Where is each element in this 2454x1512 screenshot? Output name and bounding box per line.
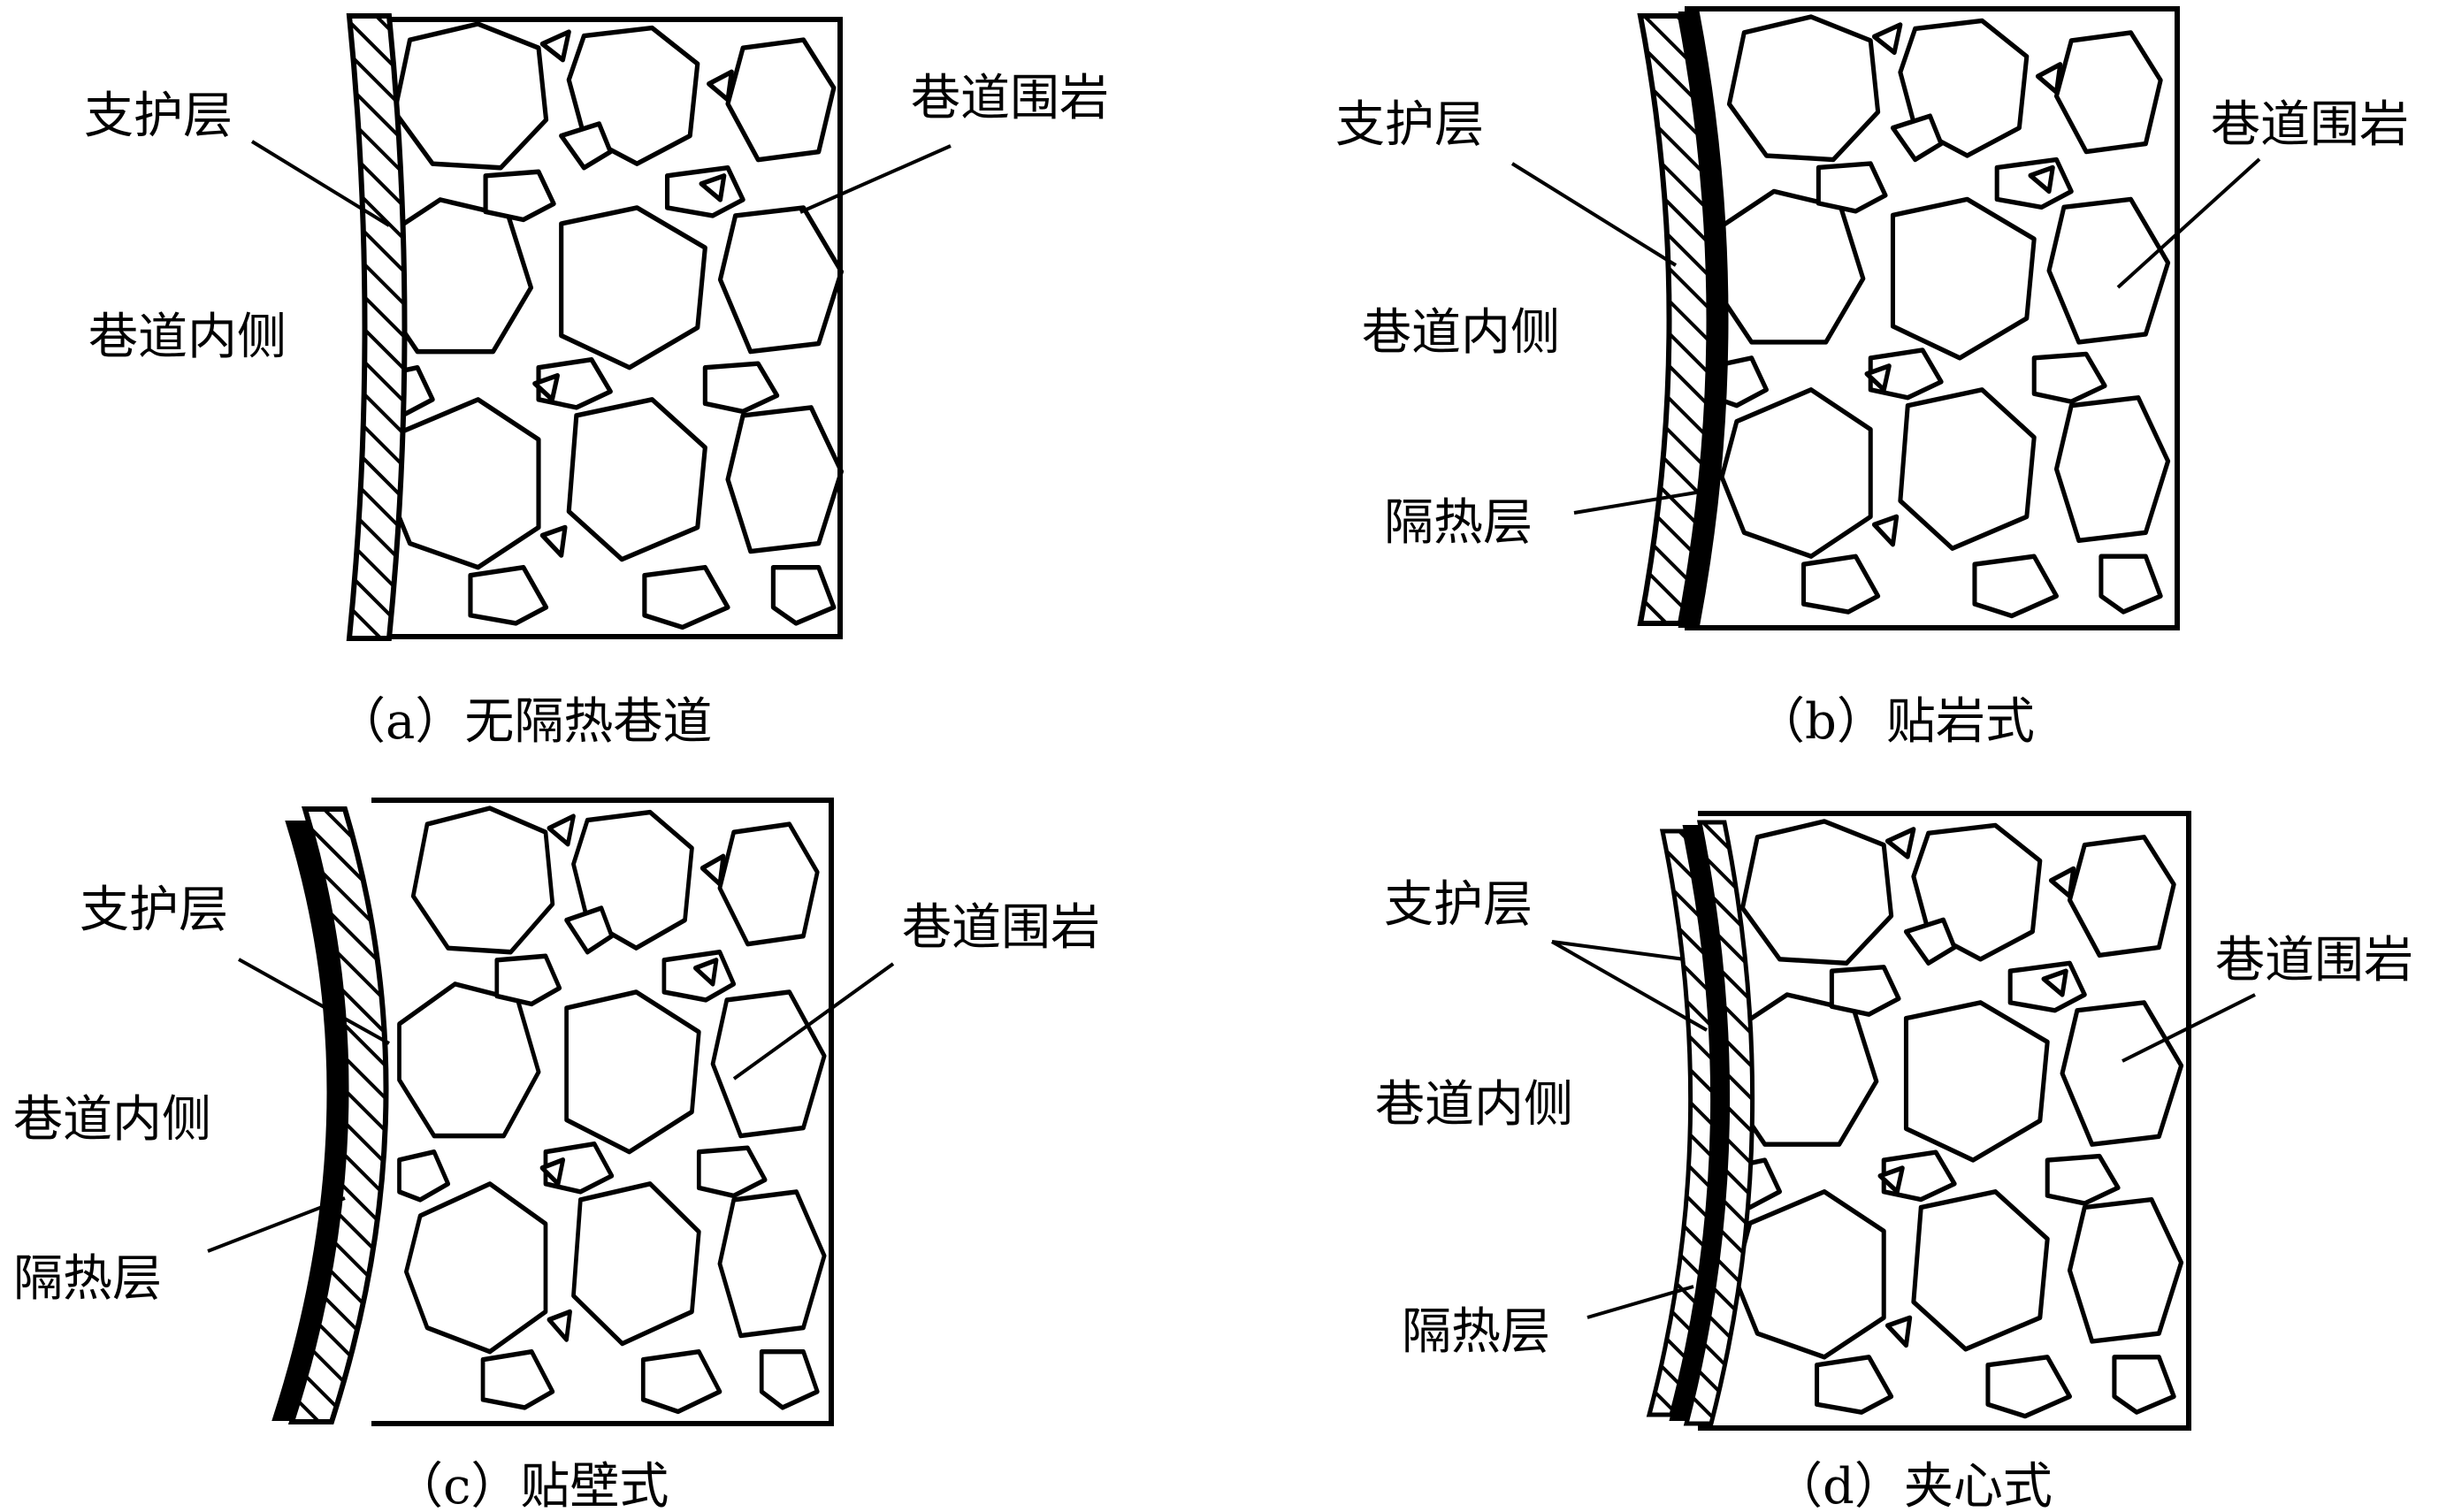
label-inner-b: 巷道内侧 (1362, 304, 1560, 362)
rock-mass-a (379, 24, 841, 627)
label-inner-d: 巷道内侧 (1375, 1076, 1573, 1134)
label-rock-c: 巷道围岩 (902, 899, 1100, 957)
support-layer-a (346, 13, 408, 641)
caption-c: （c）贴壁式 (394, 1458, 669, 1512)
rock-mass-b (1715, 17, 2168, 616)
label-support-a: 支护层 (84, 88, 233, 145)
label-inner-c: 巷道内侧 (13, 1091, 211, 1149)
panel-c: 支护层 巷道围岩 巷道内侧 隔热层 （c）贴壁式 (13, 798, 1100, 1512)
leader-insulation-c (207, 1196, 346, 1253)
rock-frame-c (371, 798, 834, 1426)
label-support-d: 支护层 (1384, 876, 1533, 934)
caption-b: （b）贴岩式 (1755, 693, 2035, 751)
support-layer-d-inner (1683, 820, 1755, 1426)
leader-support-a (250, 140, 391, 227)
panel-d: 支护层 巷道围岩 巷道内侧 隔热层 （d）夹心式 (1375, 811, 2413, 1512)
rock-mass-c (400, 808, 825, 1411)
leader-rock-c (732, 962, 895, 1081)
rock-frame-b (1685, 6, 2180, 630)
label-insulation-b: 隔热层 (1384, 494, 1533, 552)
insulation-layer-b (1678, 11, 1729, 628)
rock-mass-d (1728, 821, 2182, 1417)
leader-support-d-1 (1551, 940, 1686, 961)
leader-rock-d (2121, 993, 2256, 1063)
rock-frame-d (1698, 811, 2191, 1431)
caption-a: （a）无隔热巷道 (336, 693, 712, 751)
leader-rock-a (799, 144, 952, 214)
label-inner-a: 巷道内侧 (88, 309, 287, 366)
label-support-c: 支护层 (80, 882, 228, 939)
label-insulation-c: 隔热层 (13, 1250, 162, 1308)
label-insulation-d: 隔热层 (1402, 1303, 1550, 1361)
rock-frame-a (349, 17, 843, 639)
support-layer-c (287, 806, 389, 1424)
leader-support-d-2 (1551, 940, 1708, 1032)
leader-support-c (238, 958, 390, 1045)
leader-rock-b (2116, 157, 2261, 289)
caption-d: （d）夹心式 (1773, 1458, 2053, 1512)
panel-a: 支护层 巷道围岩 巷道内侧 （a）无隔热巷道 (84, 13, 1109, 751)
leader-insulation-d (1586, 1285, 1694, 1319)
label-rock-b: 巷道围岩 (2211, 96, 2409, 154)
leader-insulation-b (1573, 489, 1708, 515)
panel-b: 支护层 巷道围岩 巷道内侧 隔热层 （b）贴岩式 (1335, 6, 2409, 751)
label-rock-a: 巷道围岩 (911, 70, 1109, 127)
leader-support-b (1510, 162, 1678, 267)
label-rock-d: 巷道围岩 (2215, 932, 2413, 989)
label-support-b: 支护层 (1335, 96, 1484, 154)
